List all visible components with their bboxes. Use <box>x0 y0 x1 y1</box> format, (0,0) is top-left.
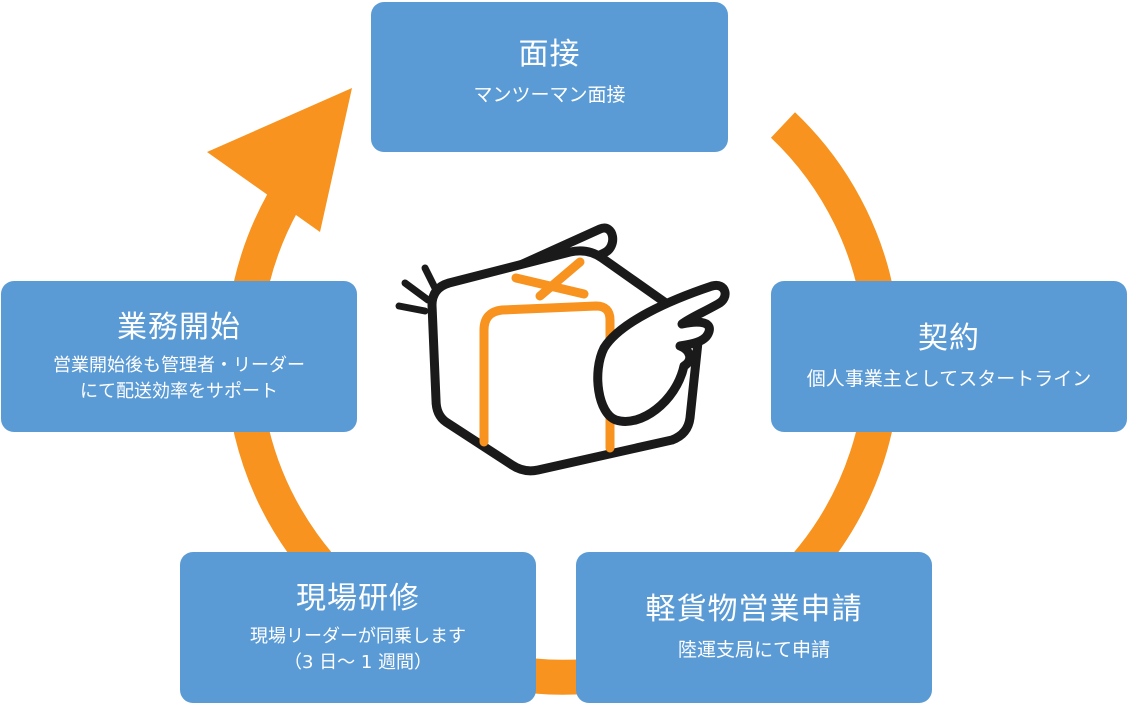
step-desc: マンツーマン面接 <box>473 83 626 106</box>
step-box-gyomu: 業務開始 営業開始後も管理者・リーダー にて配送効率をサポート <box>1 281 357 432</box>
step-desc: 現場リーダーが同乗します （3 日～ 1 週間） <box>250 624 466 676</box>
step-desc-line: （3 日～ 1 週間） <box>283 651 433 673</box>
step-title: 軽貨物営業申請 <box>645 592 863 627</box>
step-title: 面接 <box>518 36 581 72</box>
step-box-mensetsu: 面接 マンツーマン面接 <box>371 2 728 152</box>
winged-package-icon <box>395 223 730 476</box>
step-desc-line: 営業開始後も管理者・リーダー <box>53 354 305 376</box>
step-box-genba: 現場研修 現場リーダーが同乗します （3 日～ 1 週間） <box>180 552 536 703</box>
step-desc: 個人事業主としてスタートライン <box>806 368 1092 390</box>
step-box-keiyaku: 契約 個人事業主としてスタートライン <box>771 281 1127 432</box>
step-desc: 営業開始後も管理者・リーダー にて配送効率をサポート <box>53 353 305 405</box>
step-desc-line: にて配送効率をサポート <box>80 380 278 402</box>
step-desc-line: 現場リーダーが同乗します <box>250 625 466 647</box>
step-title: 業務開始 <box>117 309 241 345</box>
step-title: 契約 <box>918 321 980 356</box>
step-box-keikamotsu: 軽貨物営業申請 陸運支局にて申請 <box>576 552 932 703</box>
step-title: 現場研修 <box>296 580 420 616</box>
cycle-arrow-head <box>207 88 352 232</box>
step-desc: 陸運支局にて申請 <box>677 639 830 661</box>
